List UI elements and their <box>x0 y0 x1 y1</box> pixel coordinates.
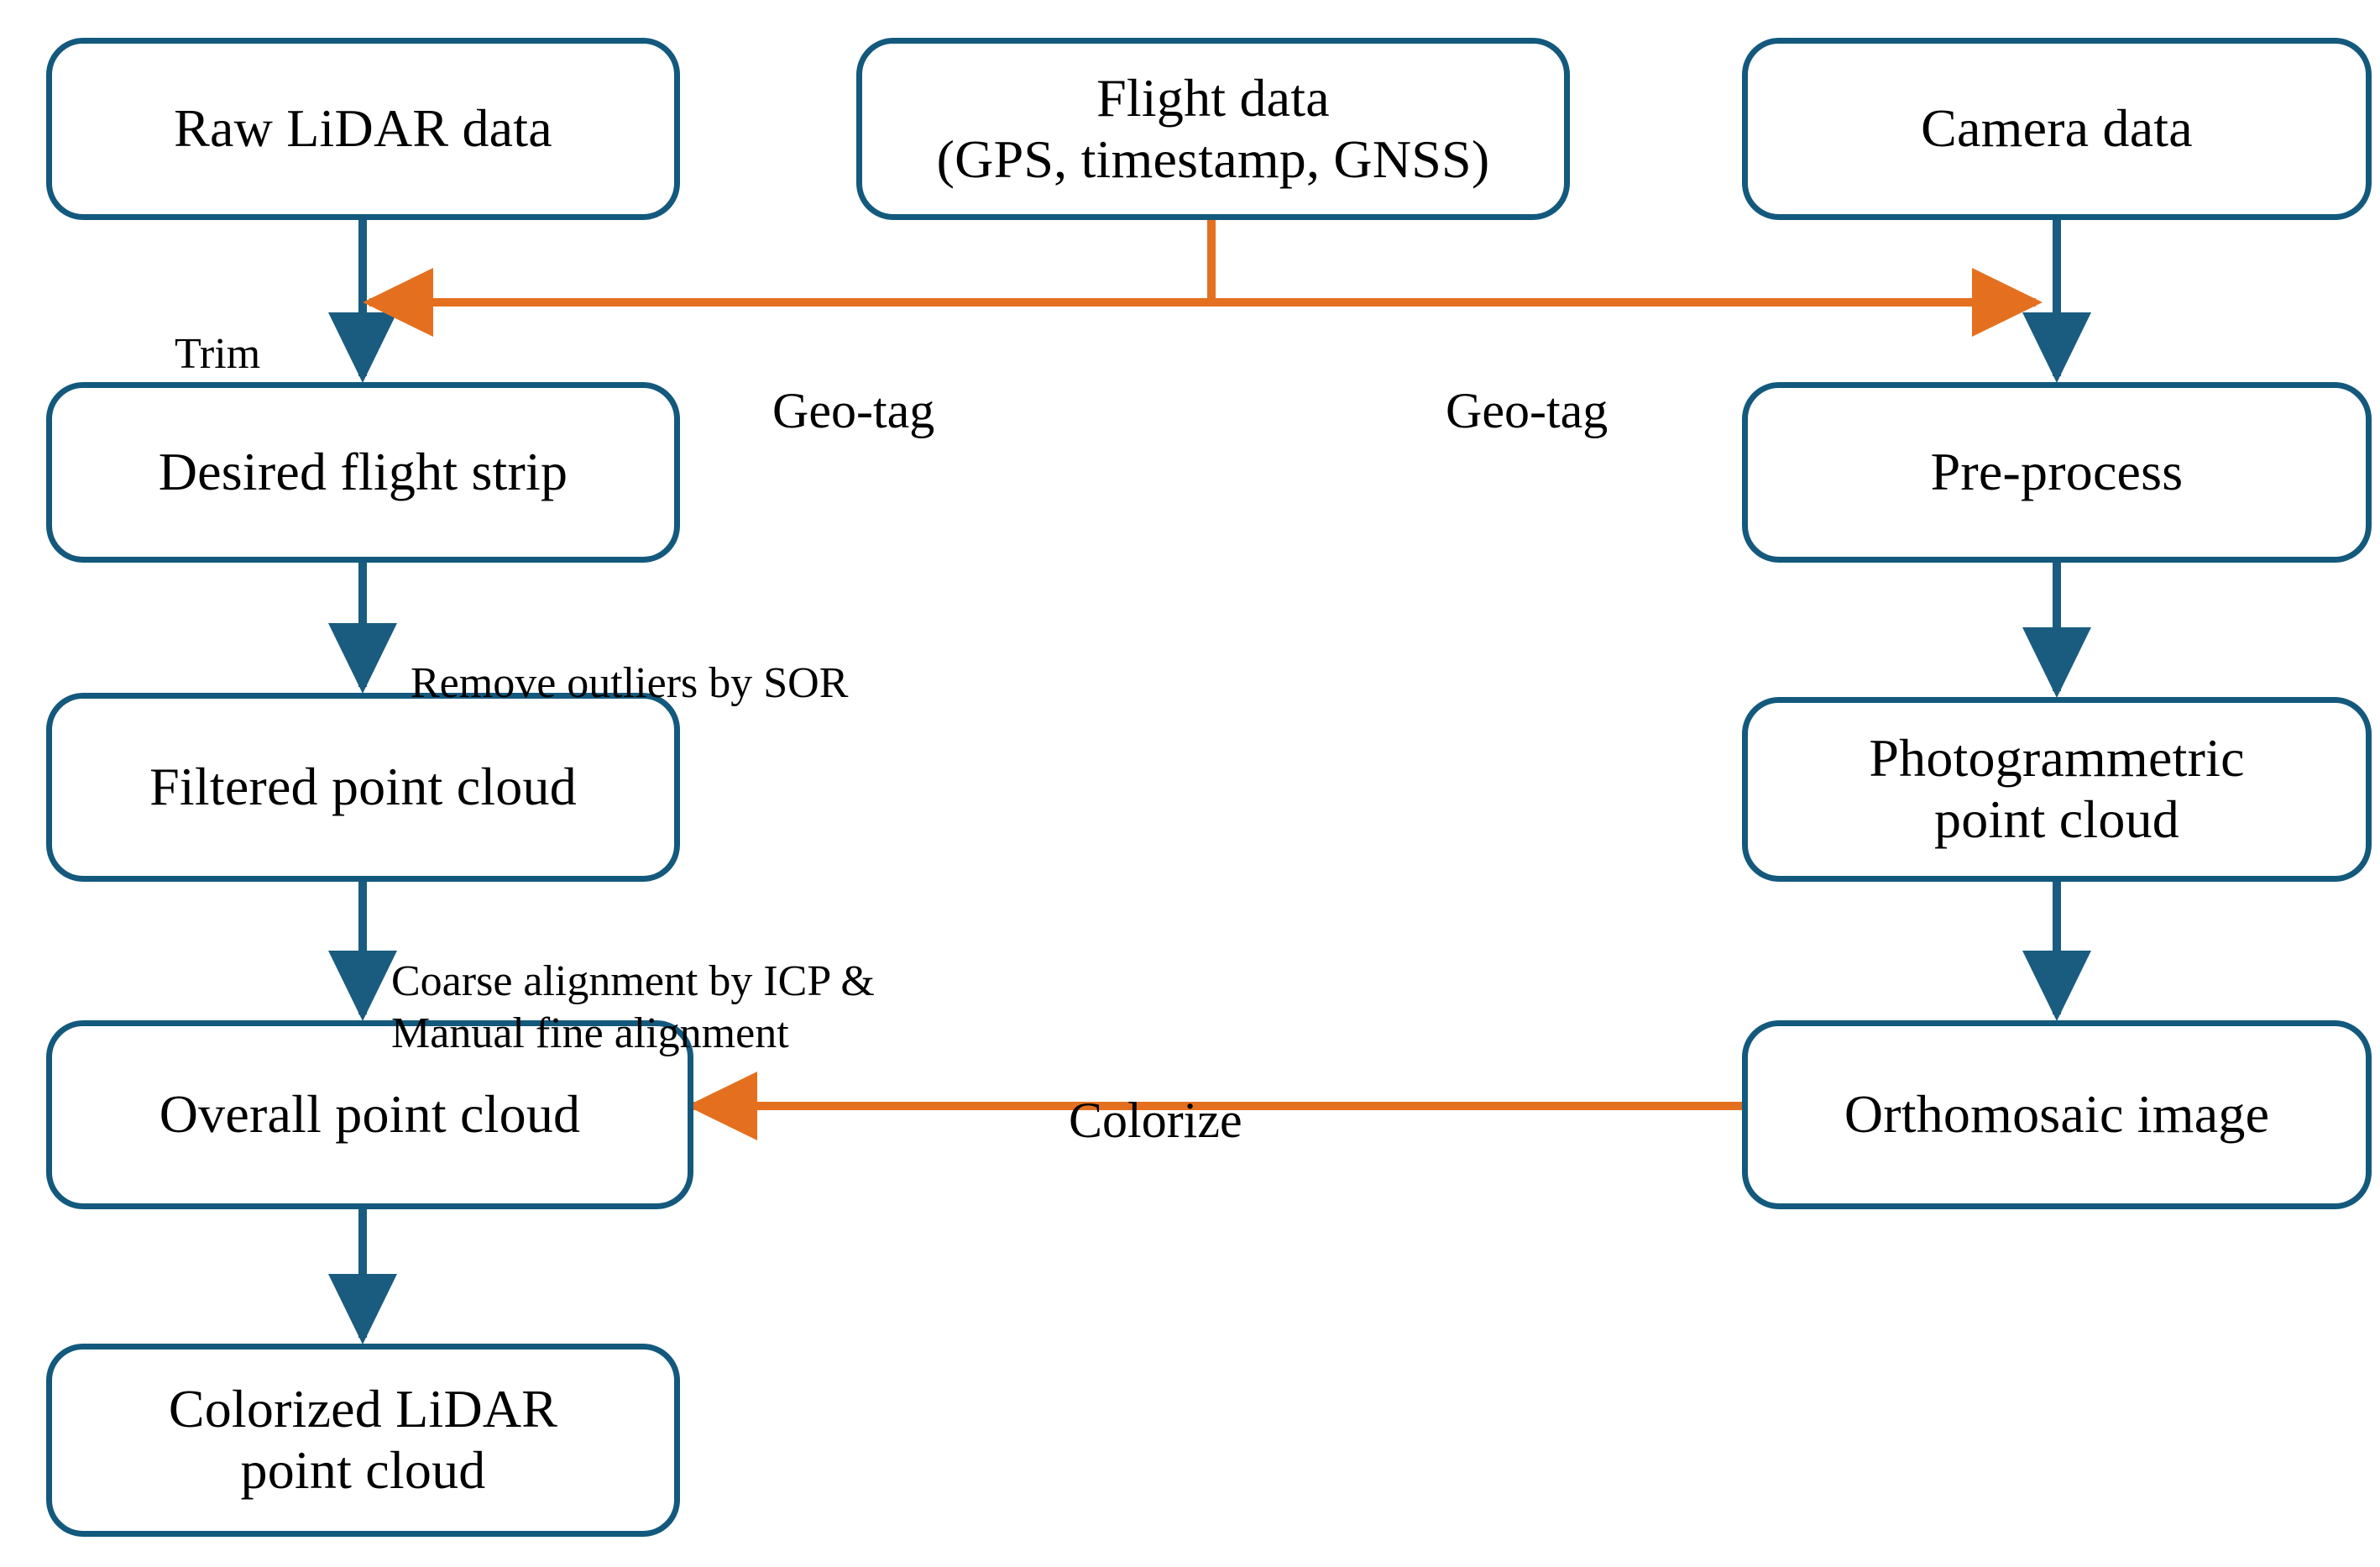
edge-label-remove-outliers: Remove outliers by SOR <box>411 606 848 710</box>
edge-label-geo-tag-left: Geo-tag <box>772 322 934 441</box>
node-filtered-point-cloud-label: Filtered point cloud <box>149 757 577 817</box>
node-photogrammetric-point-cloud[interactable]: Photogrammetric point cloud <box>1742 697 2372 882</box>
node-pre-process-label: Pre-process <box>1930 442 2184 502</box>
edge-label-trim-text: Trim <box>175 330 261 379</box>
node-photogrammetric-point-cloud-label: Photogrammetric point cloud <box>1869 728 2245 849</box>
edge-label-colorize: Colorize <box>1069 1031 1242 1150</box>
node-camera-data[interactable]: Camera data <box>1742 38 2372 220</box>
node-flight-data[interactable]: Flight data (GPS, timestamp, GNSS) <box>856 38 1570 220</box>
edge-label-colorize-text: Colorize <box>1069 1092 1242 1148</box>
node-desired-flight-strip-label: Desired flight strip <box>158 442 568 502</box>
node-flight-data-label: Flight data (GPS, timestamp, GNSS) <box>936 67 1490 189</box>
node-desired-flight-strip[interactable]: Desired flight strip <box>46 382 680 563</box>
node-colorized-lidar-point-cloud[interactable]: Colorized LiDAR point cloud <box>46 1344 680 1537</box>
node-raw-lidar-data[interactable]: Raw LiDAR data <box>46 38 680 220</box>
edge-label-trim: Trim <box>175 277 260 380</box>
edge-label-geo-tag-left-text: Geo-tag <box>772 382 935 438</box>
node-orthomosaic-image[interactable]: Orthomosaic image <box>1742 1020 2372 1209</box>
node-overall-point-cloud-label: Overall point cloud <box>159 1084 581 1145</box>
edge-label-remove-outliers-text: Remove outliers by SOR <box>411 659 849 708</box>
edge-label-alignment: Coarse alignment by ICP & Manual fine al… <box>391 904 875 1059</box>
node-raw-lidar-data-label: Raw LiDAR data <box>174 98 552 159</box>
node-camera-data-label: Camera data <box>1921 98 2193 159</box>
node-pre-process[interactable]: Pre-process <box>1742 382 2372 563</box>
node-filtered-point-cloud[interactable]: Filtered point cloud <box>46 693 680 882</box>
edge-label-alignment-text: Coarse alignment by ICP & Manual fine al… <box>391 957 875 1057</box>
node-overall-point-cloud[interactable]: Overall point cloud <box>46 1020 693 1209</box>
edge-label-geo-tag-right: Geo-tag <box>1446 322 1608 441</box>
node-orthomosaic-image-label: Orthomosaic image <box>1844 1084 2270 1145</box>
edge-label-geo-tag-right-text: Geo-tag <box>1446 382 1608 438</box>
node-colorized-lidar-point-cloud-label: Colorized LiDAR point cloud <box>168 1379 558 1500</box>
